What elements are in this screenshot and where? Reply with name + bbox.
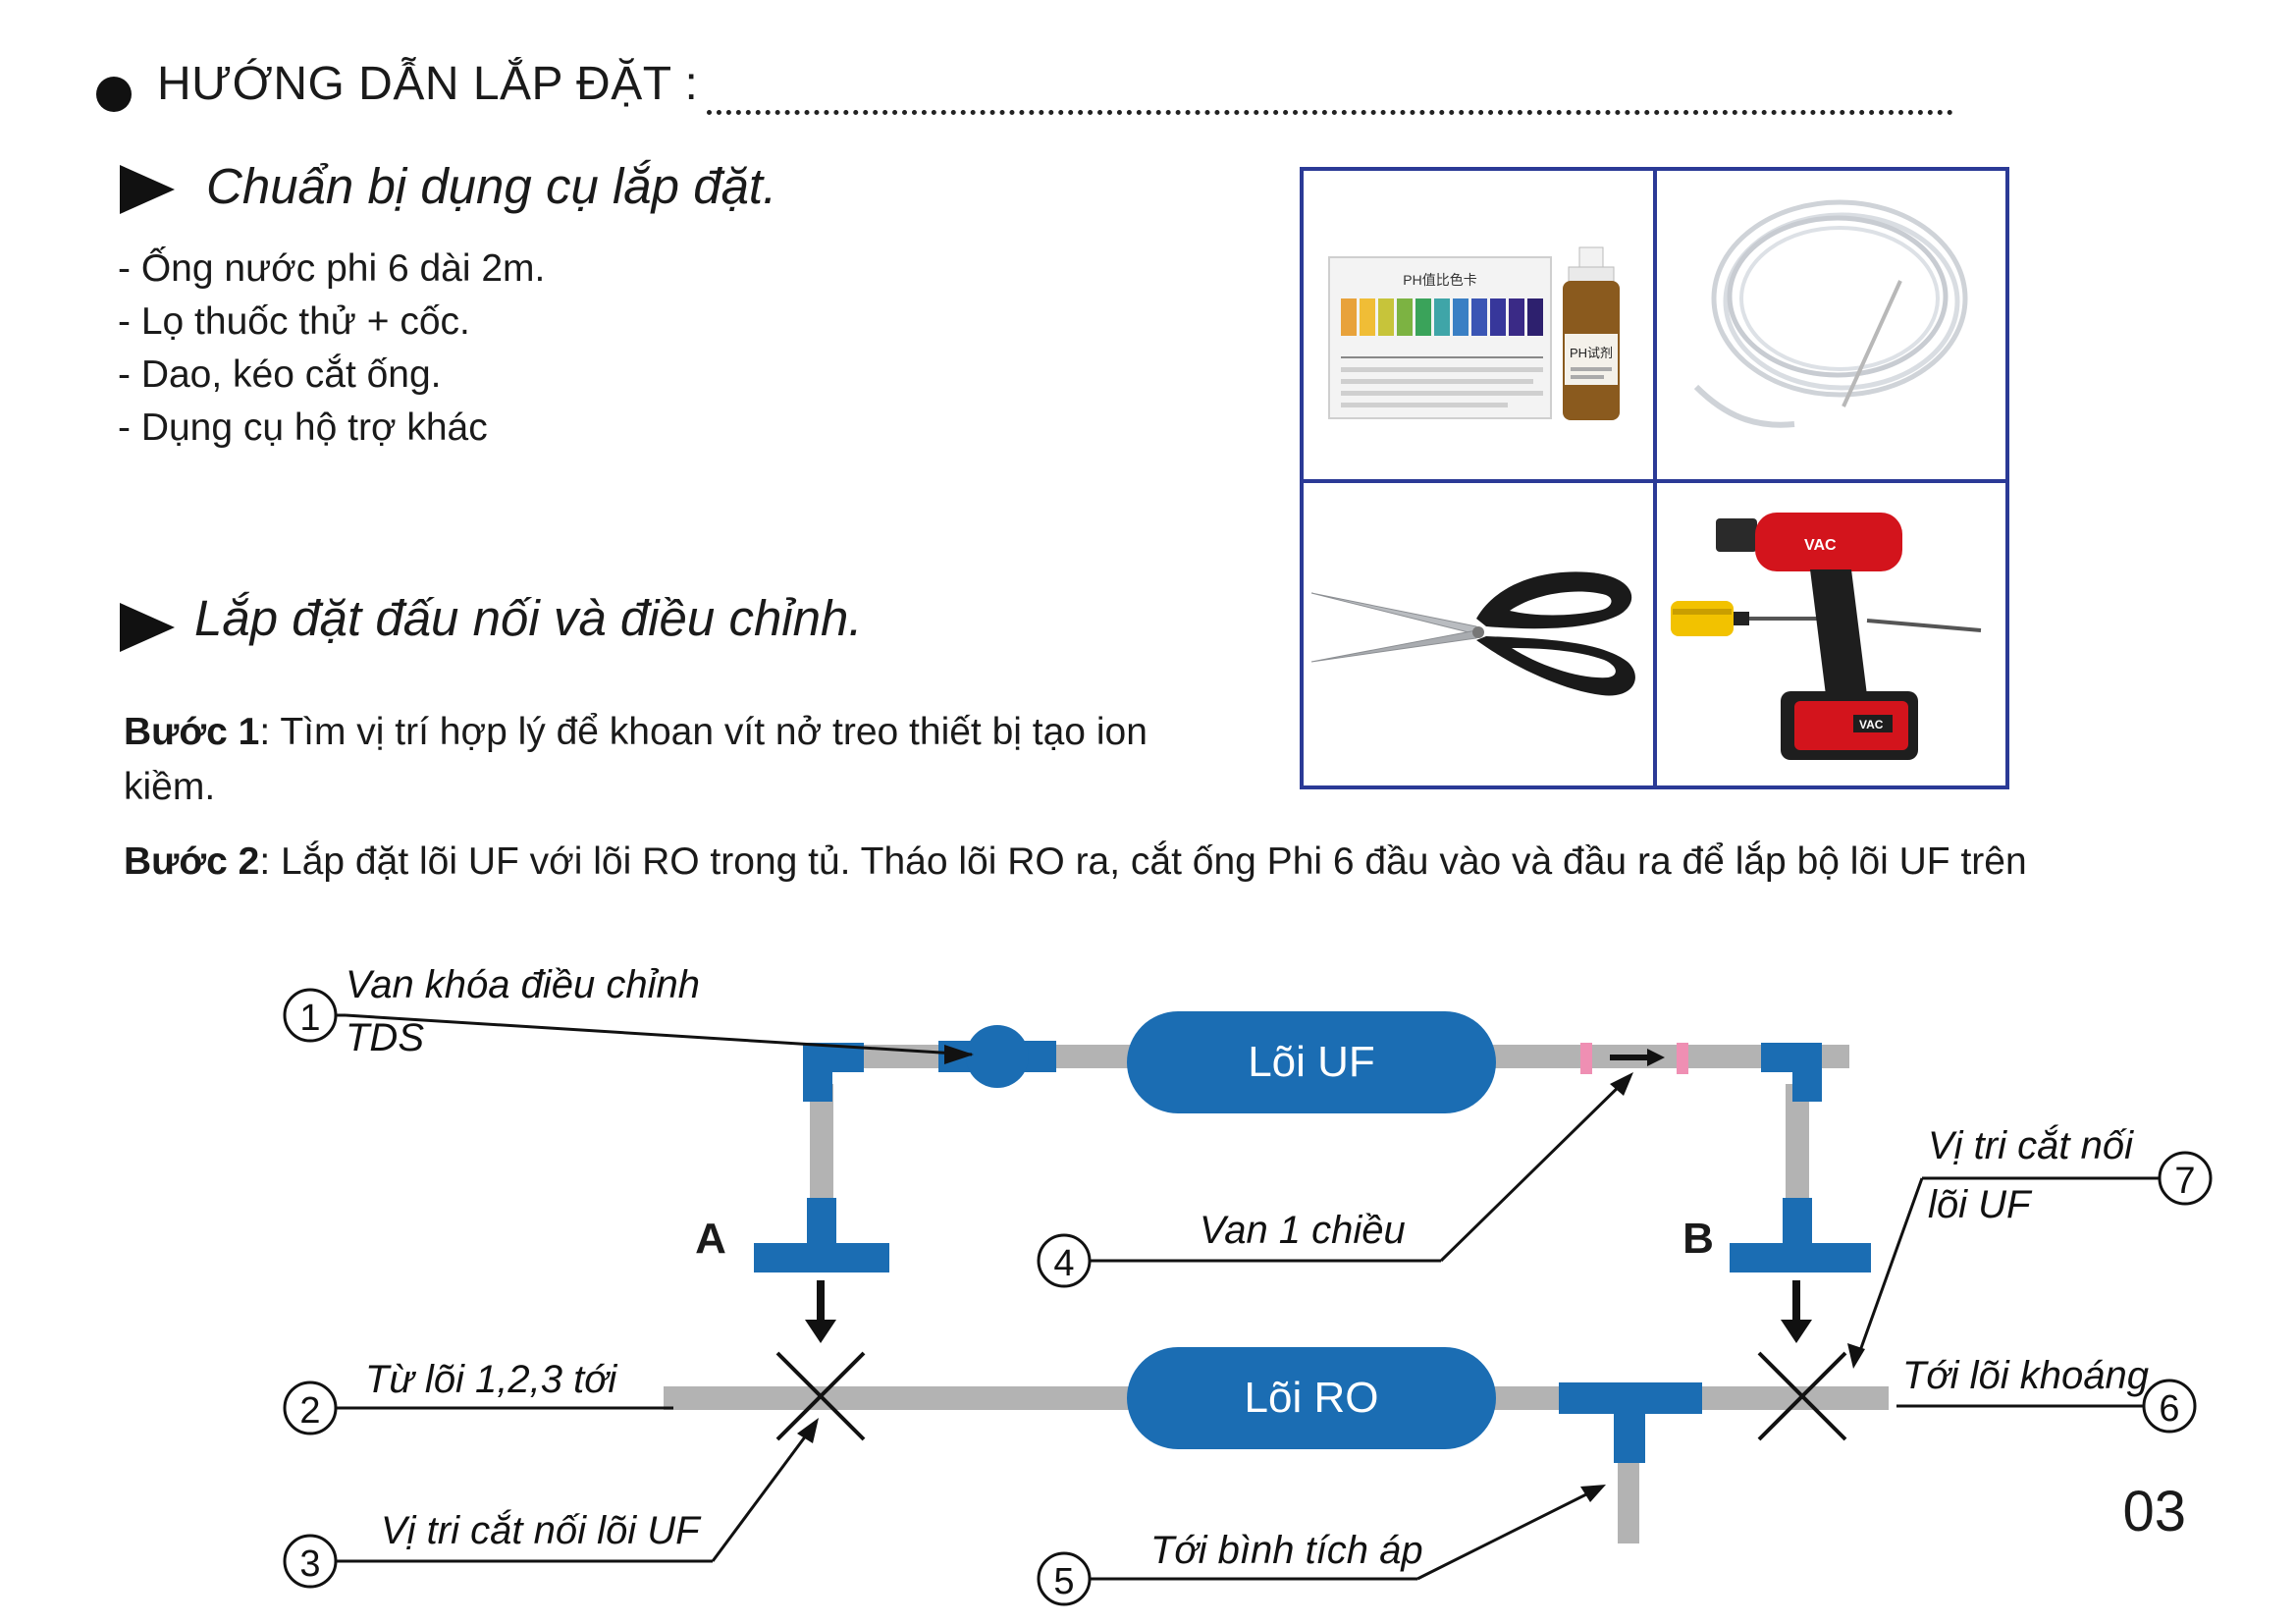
page-heading: HƯỚNG DẪN LẮP ĐẶT : [157, 58, 699, 110]
callout-number: 2 [299, 1390, 320, 1432]
callout-number: 1 [299, 998, 320, 1039]
flow-arrow-icon [1610, 1049, 1665, 1066]
tools-item: - Dao, kéo cắt ống. [118, 353, 442, 396]
point-b-label: B [1682, 1215, 1714, 1263]
callout-7: 7 Vị tri cắt nối lõi UF [1847, 1123, 2213, 1369]
down-arrow-icon [805, 1280, 836, 1343]
step-1-label: Bước 1 [124, 711, 260, 753]
callout-number: 3 [299, 1543, 320, 1585]
cut-mark-right [1757, 1351, 1847, 1441]
t-fitting-a [754, 1198, 889, 1272]
arrow-bullet-icon [120, 165, 175, 214]
callout-text: Tới lõi khoáng [1902, 1354, 2149, 1397]
callout-text: Vị tri cắt nối lõi UF [381, 1508, 702, 1552]
callout-6: 6 Tới lõi khoáng [1896, 1354, 2197, 1434]
callout-3: 3 Vị tri cắt nối lõi UF [283, 1418, 819, 1589]
check-valve-marker [1677, 1043, 1688, 1074]
scissors-image [1304, 483, 1649, 787]
tools-item: - Ống nước phi 6 dài 2m. [118, 247, 546, 290]
callout-text: lõi UF [1928, 1183, 2033, 1226]
down-arrow-icon [1781, 1280, 1812, 1343]
callout-4: 4 Van 1 chiều [1037, 1072, 1633, 1288]
ph-bottle-label: PH试剂 [1570, 346, 1613, 360]
callout-text: Vị tri cắt nối [1928, 1123, 2134, 1167]
tube-coil-image [1657, 171, 2002, 475]
section-install-title: Lắp đặt đấu nối và điều chỉnh. [194, 590, 863, 646]
callout-number: 7 [2174, 1161, 2195, 1202]
grid-divider [1653, 171, 1657, 785]
callout-5: 5 Tới bình tích áp [1037, 1485, 1606, 1606]
t-fitting-tank [1559, 1382, 1702, 1463]
ph-card-title: PH值比色卡 [1403, 272, 1476, 288]
bullet-dot-icon [96, 77, 132, 112]
step-2-paragraph: Bước 2: Lắp đặt lõi UF với lõi RO trong … [124, 835, 2234, 890]
elbow-fitting-b [1761, 1043, 1822, 1102]
step-1-paragraph: Bước 1: Tìm vị trí hợp lý để khoan vít n… [124, 705, 1184, 815]
callout-number: 6 [2159, 1388, 2179, 1430]
ro-filter [1127, 1347, 1496, 1449]
page-number: 03 [2122, 1480, 2186, 1543]
uf-filter-label: Lõi UF [1248, 1038, 1375, 1086]
tools-item: - Dụng cụ hộ trợ khác [118, 406, 488, 449]
callout-number: 4 [1053, 1243, 1074, 1284]
ph-test-kit-image: PH值比色卡 PH试剂 [1304, 171, 1649, 475]
callout-number: 5 [1053, 1561, 1074, 1602]
grid-divider [1304, 479, 2005, 483]
pipe-network [664, 1045, 1889, 1543]
uf-filter [1127, 1011, 1496, 1113]
t-fitting-b [1730, 1198, 1871, 1272]
callout-text: Tới bình tích áp [1150, 1529, 1423, 1572]
ro-filter-label: Lõi RO [1245, 1374, 1379, 1422]
drill-brand-label: VAC [1804, 537, 1837, 554]
callout-text: Van 1 chiều [1200, 1209, 1406, 1252]
callout-text: Từ lõi 1,2,3 tới [365, 1358, 617, 1401]
callout-2: 2 Từ lõi 1,2,3 tới [283, 1358, 673, 1435]
section-tools-title: Chuẩn bị dụng cụ lắp đặt. [206, 158, 777, 214]
tools-item: - Lọ thuốc thử + cốc. [118, 300, 470, 343]
step-2-label: Bước 2 [124, 840, 260, 883]
arrow-bullet-icon [120, 603, 175, 652]
elbow-fitting-a [803, 1043, 864, 1102]
callout-1: 1 Van khóa điều chỉnh TDS [283, 963, 974, 1064]
battery-brand-label: VAC [1859, 718, 1884, 731]
step-2-text: : Lắp đặt lõi UF với lõi RO trong tủ. Th… [259, 840, 2027, 883]
step-1-text: : Tìm vị trí hợp lý để khoan vít nở treo… [124, 711, 1148, 808]
callout-text: TDS [346, 1016, 424, 1059]
cut-mark-left [775, 1351, 866, 1441]
callout-text: Van khóa điều chỉnh [346, 963, 700, 1006]
heading-leader-dots [707, 67, 1953, 115]
point-a-label: A [695, 1215, 726, 1263]
tool-photo-grid: PH值比色卡 PH试剂 [1300, 167, 2009, 789]
check-valve-marker [1580, 1043, 1592, 1074]
drill-screwdriver-image: VAC VAC [1657, 483, 2002, 787]
